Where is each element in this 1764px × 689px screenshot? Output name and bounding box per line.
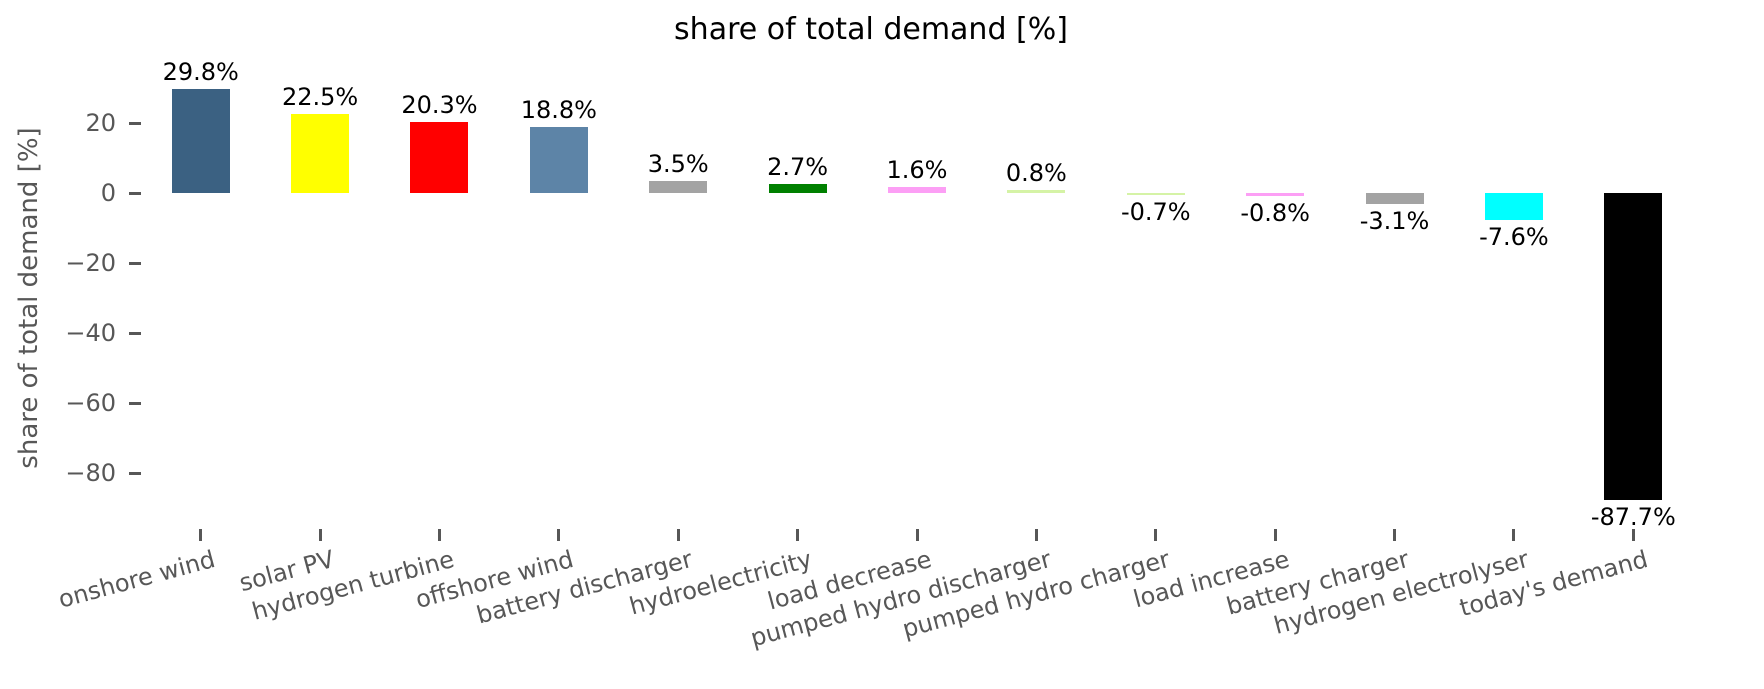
- bar-onshore-wind: [171, 88, 230, 193]
- bar-value-label: -87.7%: [1590, 502, 1676, 531]
- y-tick-mark: [129, 471, 141, 475]
- x-tick-mark: [1034, 529, 1038, 541]
- bar-pumped-hydro-charger: [1126, 193, 1185, 196]
- bar-value-label: 20.3%: [401, 90, 478, 119]
- bar-hydrogen-electrolyser: [1484, 193, 1543, 220]
- bar-value-label: 1.6%: [886, 156, 948, 185]
- y-tick-mark: [129, 121, 141, 125]
- bar-value-label: -0.8%: [1240, 198, 1310, 227]
- bar-value-label: -3.1%: [1359, 206, 1430, 235]
- bar-value-label: 3.5%: [647, 149, 709, 178]
- bar-pumped-hydro-discharger: [1007, 190, 1066, 193]
- x-tick-mark: [1154, 529, 1158, 541]
- y-tick-label: 20: [85, 109, 116, 137]
- x-tick-mark: [557, 529, 561, 541]
- bar-solar-pv: [291, 114, 350, 193]
- x-tick-mark: [1512, 529, 1516, 541]
- y-axis-label: share of total demand [%]: [14, 127, 44, 469]
- bar-battery-discharger: [649, 180, 708, 193]
- bar-value-label: -7.6%: [1479, 222, 1549, 251]
- bar-value-label: 2.7%: [767, 152, 829, 181]
- bar-load-increase: [1246, 193, 1305, 196]
- y-tick-label: −60: [65, 389, 116, 417]
- y-tick-mark: [129, 401, 141, 405]
- bar-value-label: 22.5%: [281, 83, 359, 112]
- x-tick-mark: [1631, 529, 1635, 541]
- x-tick-mark: [915, 529, 919, 541]
- x-tick-mark: [676, 529, 680, 541]
- bar-hydrogen-turbine: [410, 121, 469, 193]
- chart-title: share of total demand [%]: [674, 12, 1068, 47]
- x-tick-mark: [199, 529, 203, 541]
- bar-load-decrease: [888, 187, 946, 193]
- bar-value-label: 29.8%: [162, 57, 239, 86]
- bar-battery-charger: [1365, 193, 1424, 204]
- x-tick-mark: [437, 529, 441, 541]
- y-tick-mark: [129, 191, 141, 195]
- x-tick-mark: [1393, 529, 1397, 541]
- x-tick-mark: [318, 529, 322, 541]
- y-tick-label: −20: [65, 249, 116, 277]
- bar-hydroelectricity: [768, 183, 827, 193]
- x-tick-mark: [796, 529, 800, 541]
- bar-today-s-demand: [1604, 193, 1663, 500]
- x-category-label-onshore-wind: onshore wind: [55, 545, 218, 614]
- y-tick-label: −40: [65, 319, 116, 347]
- y-tick-label: −80: [65, 459, 116, 487]
- y-tick-mark: [129, 261, 141, 265]
- y-tick-mark: [129, 331, 141, 335]
- bar-value-label: -0.7%: [1120, 198, 1191, 227]
- bar-offshore-wind: [529, 127, 588, 193]
- bar-value-label: 18.8%: [520, 96, 597, 125]
- y-tick-label: 0: [100, 179, 116, 207]
- x-tick-mark: [1273, 529, 1277, 541]
- bar-value-label: 0.8%: [1005, 159, 1067, 188]
